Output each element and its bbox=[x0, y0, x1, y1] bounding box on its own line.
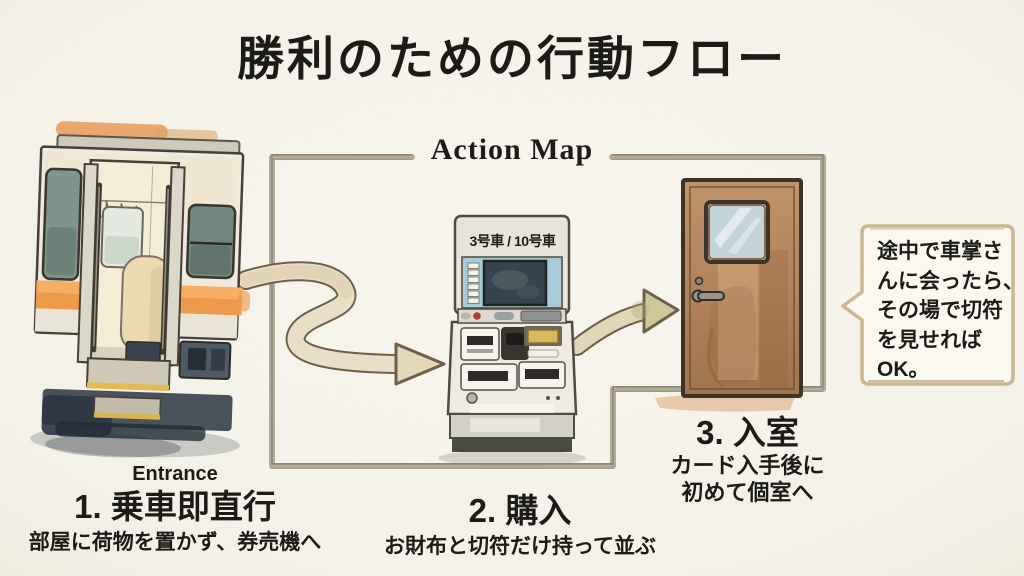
step-entrance-description: 部屋に荷物を置かず、券売機へ bbox=[28, 531, 322, 554]
step-entrance: Entrance 1. 乗車即直行 部屋に荷物を置かず、券売機へ bbox=[10, 462, 340, 555]
step-purchase-description: お財布と切符だけ持って並ぶ bbox=[384, 535, 656, 558]
door-lock-icon bbox=[694, 276, 704, 286]
speech-bubble-line: OK。 bbox=[877, 358, 930, 381]
action-map-label: Action Map bbox=[430, 133, 594, 166]
step-purchase: 2. 購入 お財布と切符だけ持って並ぶ bbox=[370, 490, 670, 559]
s-curve-arrow bbox=[236, 261, 446, 386]
speech-bubble-line: 途中で車掌さ bbox=[877, 240, 1003, 263]
step-enter-room-description-line2: 初めて個室へ bbox=[681, 480, 814, 505]
speech-bubble-line: その場で切符 bbox=[877, 299, 1003, 322]
speech-bubble bbox=[841, 224, 1015, 386]
flow-frame bbox=[269, 153, 826, 469]
ticket-machine-illustration bbox=[438, 214, 586, 466]
speech-bubble-text: 途中で車掌さ んに会ったら、 その場で切符 を見せれば OK。 bbox=[877, 237, 1024, 385]
step-entrance-heading: 1. 乗車即直行 bbox=[74, 488, 276, 525]
machine-sign-label: 3号車 / 10号車 bbox=[469, 233, 556, 249]
speech-bubble-line: んに会ったら、 bbox=[877, 269, 1024, 293]
step-enter-room-heading: 3. 入室 bbox=[696, 414, 799, 451]
step-entrance-tag: Entrance bbox=[132, 463, 218, 485]
step-enter-room-description-line1: カード入手後に bbox=[670, 453, 825, 478]
machine-button-column bbox=[467, 262, 480, 304]
door-illustration bbox=[655, 178, 803, 412]
step-purchase-heading: 2. 購入 bbox=[468, 492, 572, 529]
arrow-to-door bbox=[568, 288, 680, 356]
speech-bubble-line: を見せれば bbox=[877, 328, 982, 352]
door-handle-icon bbox=[691, 289, 725, 303]
step-enter-room: 3. 入室 カード入手後に 初めて個室へ bbox=[645, 412, 850, 506]
page-title: 勝利のための行動フロー bbox=[237, 34, 787, 86]
train-illustration bbox=[30, 121, 251, 458]
